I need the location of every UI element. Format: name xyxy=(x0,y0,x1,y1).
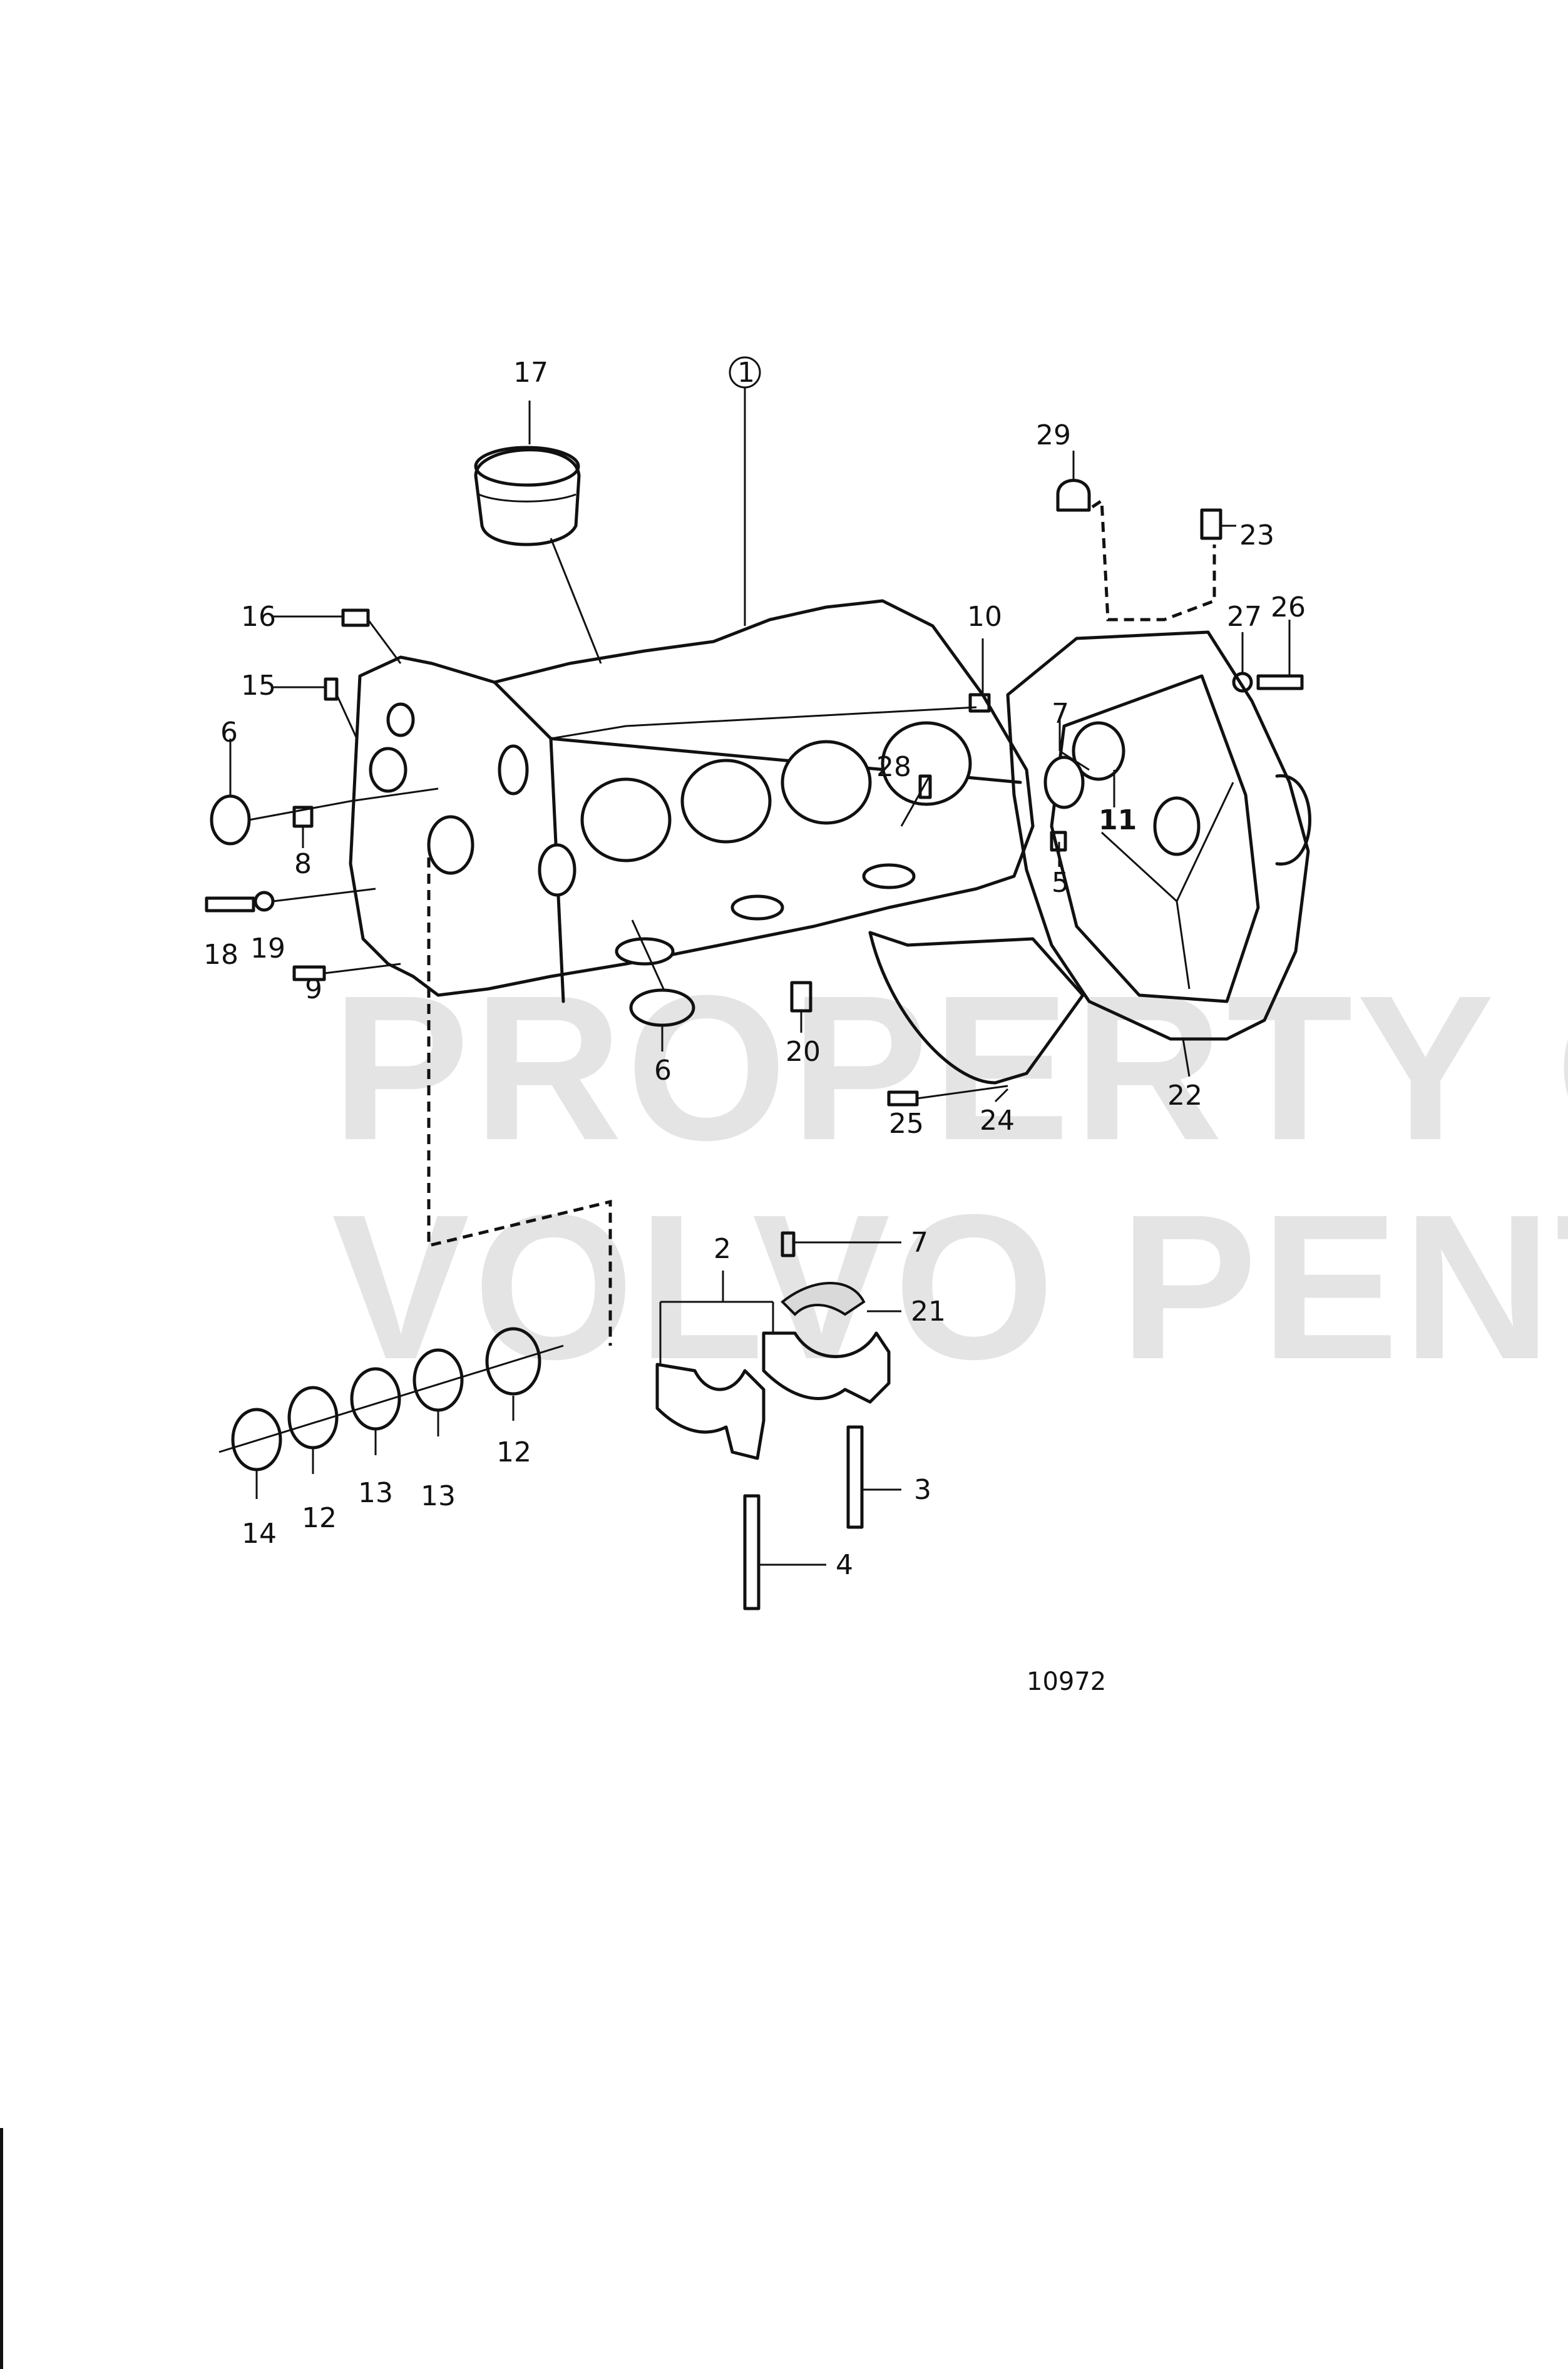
edge-mark xyxy=(0,2128,3,2369)
callout-13a: 13 xyxy=(421,1480,456,1512)
callout-13b: 13 xyxy=(358,1477,393,1509)
callout-29: 29 xyxy=(1036,419,1071,451)
callout-28: 28 xyxy=(876,751,911,783)
callout-26: 26 xyxy=(1271,591,1306,623)
callout-3: 3 xyxy=(914,1474,931,1506)
assembly-lines xyxy=(427,498,1216,1346)
piston xyxy=(474,446,581,546)
cylinder-block xyxy=(349,599,1035,1003)
callout-15: 15 xyxy=(241,670,276,702)
callout-7b: 7 xyxy=(911,1227,928,1259)
figure-number: 10972 xyxy=(1027,1667,1106,1696)
watermark-line1: PROPERTY OF xyxy=(332,952,1568,1183)
callout-5: 5 xyxy=(1052,867,1069,899)
callout-2: 2 xyxy=(714,1233,731,1265)
callout-24: 24 xyxy=(980,1105,1015,1137)
leader-lines xyxy=(229,388,1291,1566)
callout-22: 22 xyxy=(1167,1080,1202,1112)
callout-12a: 12 xyxy=(496,1436,531,1468)
callout-21: 21 xyxy=(911,1296,946,1328)
callout-23: 23 xyxy=(1239,519,1274,551)
callout-1-ring xyxy=(729,356,761,389)
callout-27: 27 xyxy=(1227,601,1262,633)
callout-12b: 12 xyxy=(302,1502,337,1534)
callout-20: 20 xyxy=(786,1036,821,1068)
callout-10: 10 xyxy=(967,601,1002,633)
watermark: PROPERTY OF VOLVO PENTA xyxy=(332,952,1568,1402)
cover-plate xyxy=(868,931,1085,1085)
callout-25: 25 xyxy=(889,1108,924,1140)
callout-8: 8 xyxy=(294,848,312,880)
main-bearing-caps xyxy=(655,1231,891,1610)
callout-11: 11 xyxy=(1099,804,1137,836)
callout-17: 17 xyxy=(513,357,548,389)
callout-6b: 6 xyxy=(654,1055,672,1087)
callout-4: 4 xyxy=(836,1549,853,1581)
watermark-line2: VOLVO PENTA xyxy=(332,1171,1568,1402)
callouts: 1 17 29 23 27 26 16 10 15 7 6 28 11 8 5 … xyxy=(203,356,1306,1581)
flywheel-housing xyxy=(1006,630,1311,1041)
callout-7a: 7 xyxy=(1052,698,1069,730)
callout-19: 19 xyxy=(250,933,285,964)
callout-18: 18 xyxy=(203,939,238,971)
callout-16: 16 xyxy=(241,601,276,633)
callout-6a: 6 xyxy=(220,717,238,749)
camshaft-bearings xyxy=(218,1327,564,1471)
callout-1: 1 xyxy=(737,357,755,389)
callout-9: 9 xyxy=(305,973,322,1005)
callout-14: 14 xyxy=(242,1518,277,1550)
